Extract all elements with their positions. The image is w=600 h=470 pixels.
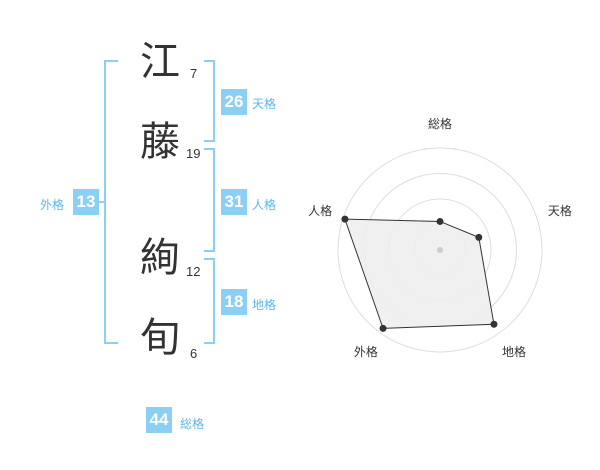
soukaku-value: 44 bbox=[146, 407, 172, 433]
radar-ring bbox=[337, 147, 543, 353]
tenkaku-value: 26 bbox=[221, 89, 247, 115]
chikaku-label: 地格 bbox=[252, 298, 277, 312]
gaikaku-bracket bbox=[104, 60, 118, 344]
name-char-4: 旬 bbox=[140, 315, 180, 361]
radar-point bbox=[490, 320, 498, 328]
radar-center-dot bbox=[437, 247, 443, 253]
gaikaku-label: 外格 bbox=[40, 198, 65, 212]
stroke-count-1: 7 bbox=[190, 66, 198, 81]
name-char-1: 江 bbox=[140, 39, 180, 85]
jinkaku-value: 31 bbox=[221, 189, 247, 215]
jinkaku-bracket bbox=[204, 148, 215, 252]
gaikaku-value: 13 bbox=[73, 189, 99, 215]
radar-point bbox=[436, 217, 444, 225]
radar-area bbox=[344, 218, 495, 329]
radar-point bbox=[341, 215, 349, 223]
tenkaku-label: 天格 bbox=[252, 97, 277, 111]
name-char-3: 絢 bbox=[140, 235, 180, 281]
chikaku-value: 18 bbox=[221, 289, 247, 315]
radar-point bbox=[475, 233, 483, 241]
name-char-2: 藤 bbox=[140, 119, 180, 165]
soukaku-label: 総格 bbox=[180, 417, 205, 431]
radar-point bbox=[379, 324, 387, 332]
radar-axis-label: 総格 bbox=[428, 116, 452, 131]
tenkaku-bracket bbox=[204, 60, 215, 142]
chikaku-bracket bbox=[204, 258, 215, 344]
radar-axis-label: 人格 bbox=[308, 203, 332, 218]
gaikaku-bracket-tick bbox=[97, 201, 104, 203]
stroke-count-2: 19 bbox=[186, 146, 201, 161]
radar-axis-label: 地格 bbox=[502, 344, 526, 359]
jinkaku-label: 人格 bbox=[252, 198, 277, 212]
radar-axis-label: 天格 bbox=[548, 203, 572, 218]
stroke-count-4: 6 bbox=[190, 346, 198, 361]
radar-axis-label: 外格 bbox=[354, 344, 378, 359]
stroke-count-3: 12 bbox=[186, 264, 201, 279]
